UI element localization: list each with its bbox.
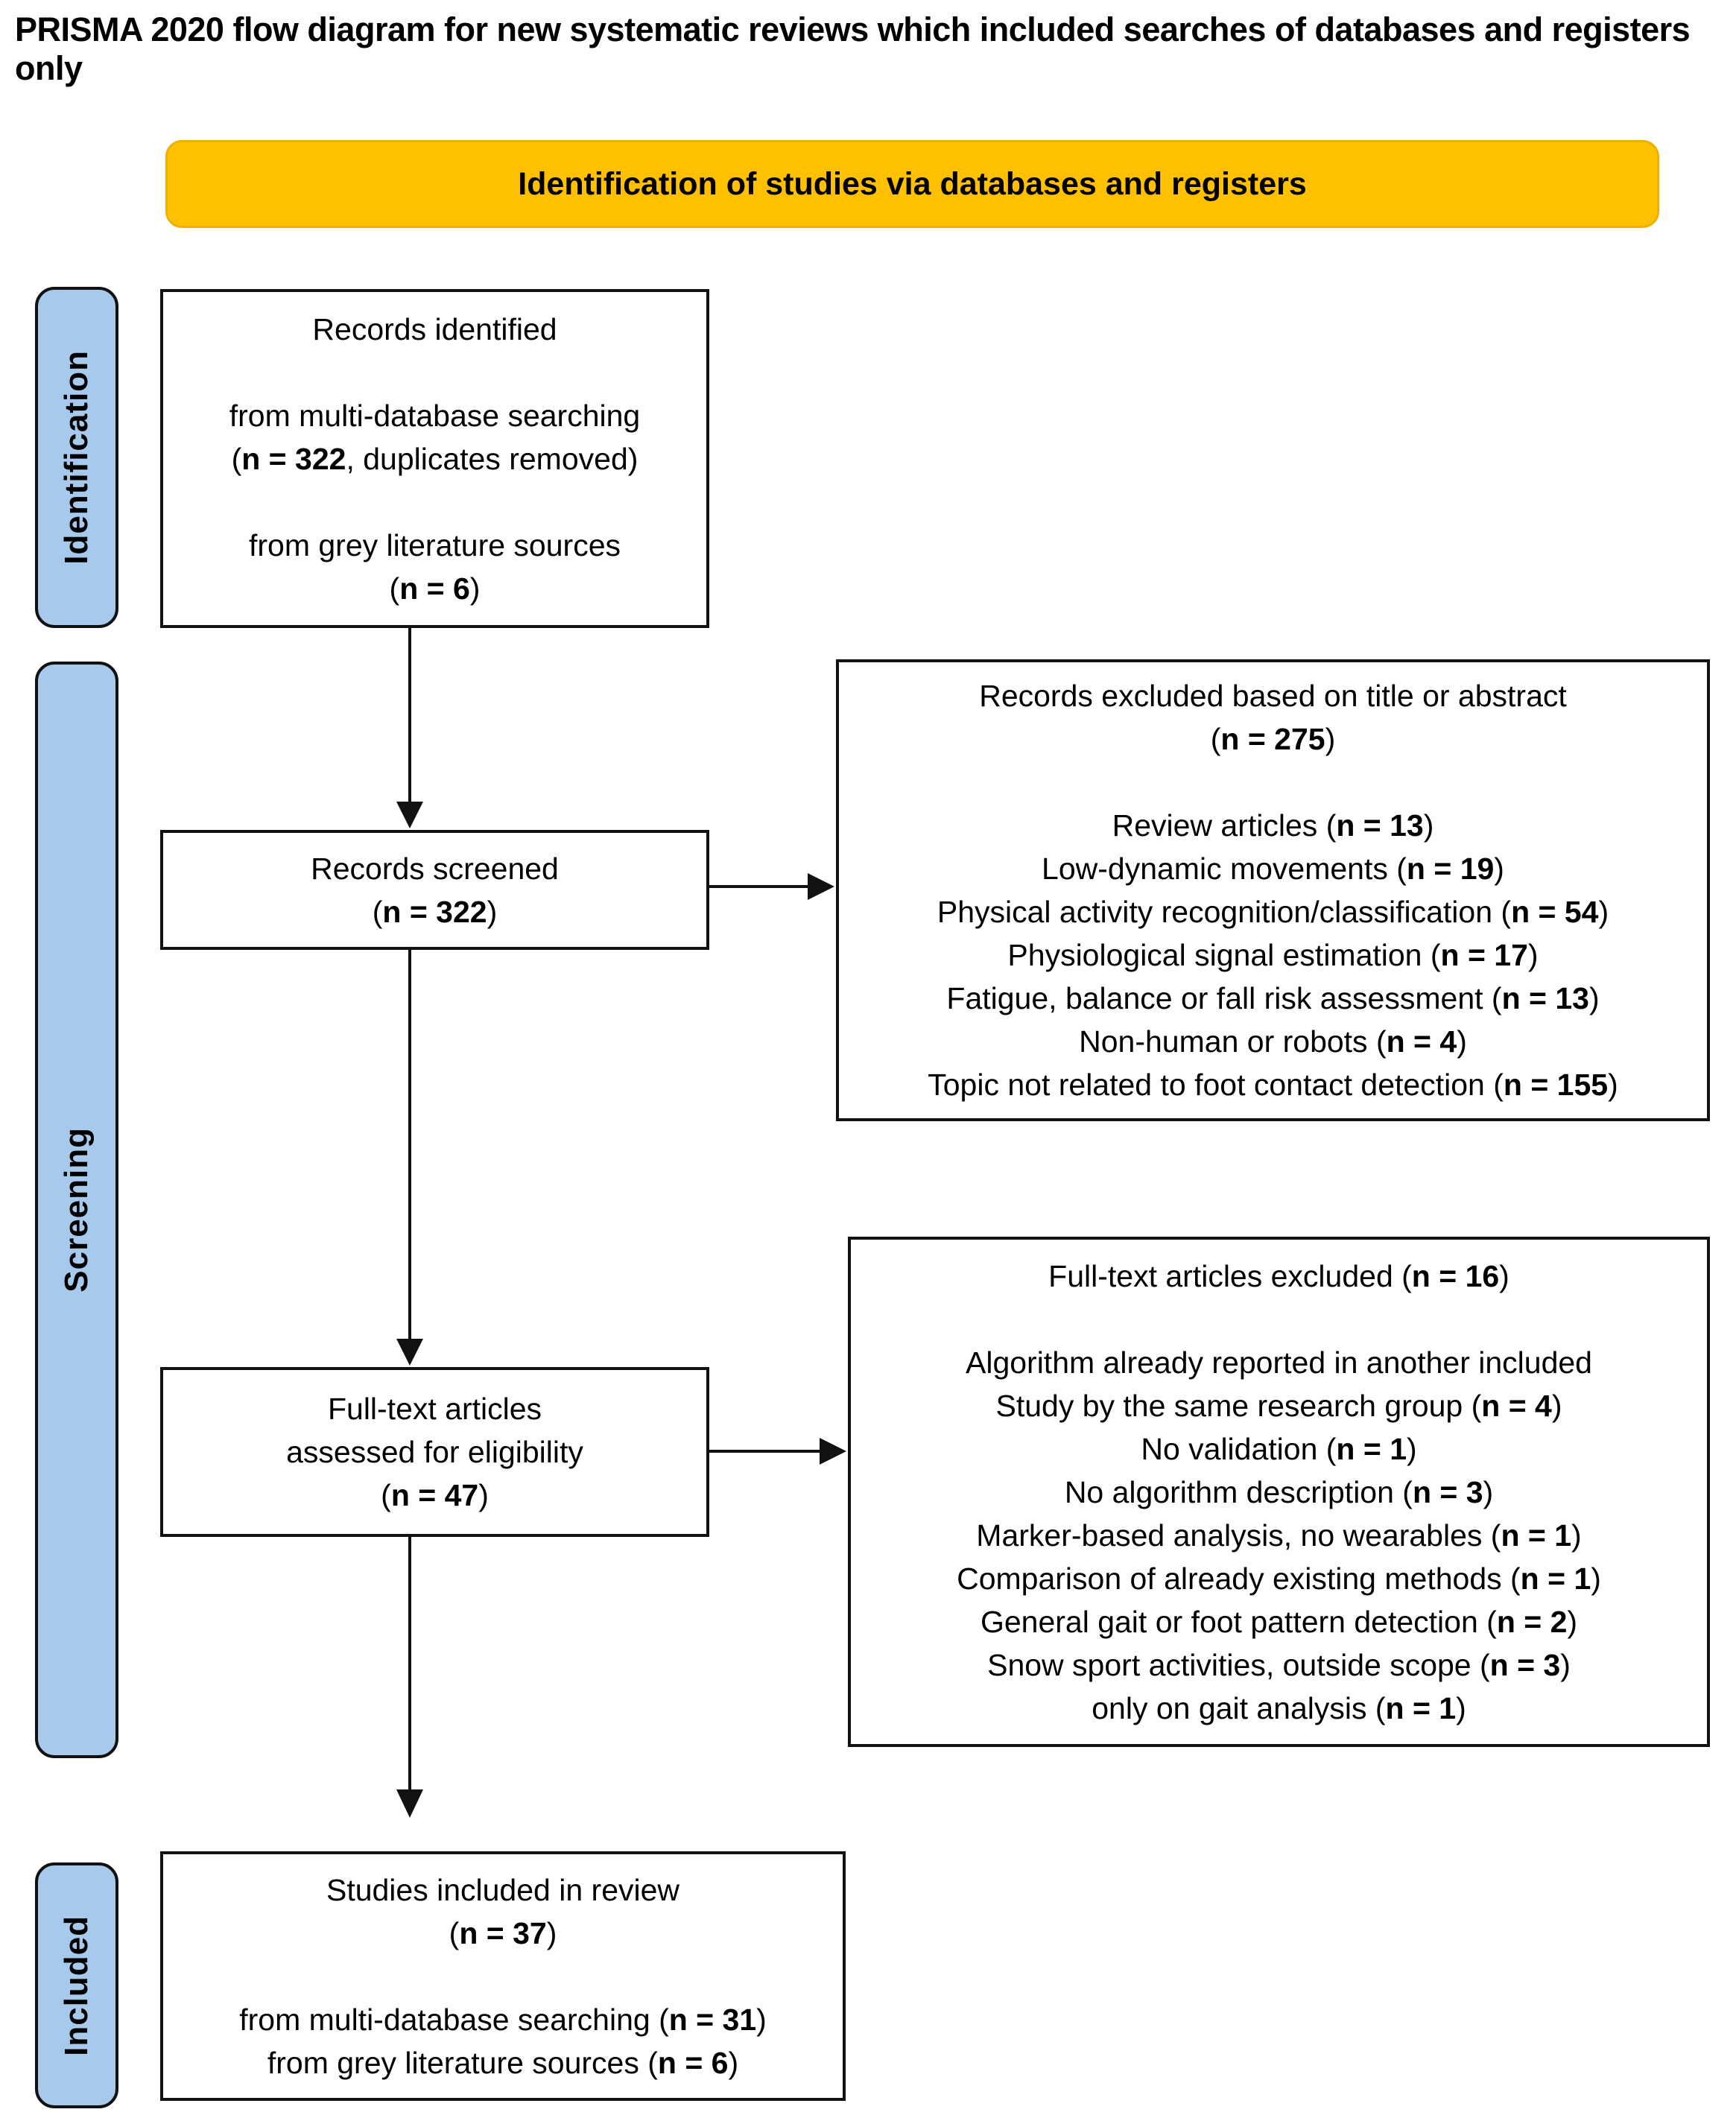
arrow-screened-to-fulltext-head <box>396 1339 423 1366</box>
arrow-fulltext-to-included-head <box>396 1789 423 1818</box>
box-fulltext-excluded: Full-text articles excluded (n = 16) Alg… <box>848 1237 1710 1747</box>
page-title: PRISMA 2020 flow diagram for new systema… <box>15 10 1691 87</box>
box-records-excluded-title-abstract: Records excluded based on title or abstr… <box>836 659 1710 1121</box>
box-records-identified: Records identified from multi-database s… <box>160 289 709 628</box>
stage-screening-text: Screening <box>58 1127 95 1293</box>
stage-included-text: Included <box>58 1915 95 2056</box>
stage-label-identification: Identification <box>35 287 118 628</box>
stage-label-included: Included <box>35 1862 118 2108</box>
arrow-identified-to-screened-head <box>396 802 423 828</box>
stage-label-screening: Screening <box>35 662 118 1758</box>
stage-identification-text: Identification <box>58 350 95 565</box>
banner-identification-of-studies: Identification of studies via databases … <box>165 140 1659 228</box>
box-studies-included-review: Studies included in review(n = 37) from … <box>160 1851 846 2101</box>
box-records-screened: Records screened(n = 322) <box>160 830 709 950</box>
arrow-screened-to-excluded-head <box>808 873 834 900</box>
banner-label: Identification of studies via databases … <box>518 165 1307 202</box>
arrow-fulltext-to-excluded-head <box>820 1438 846 1465</box>
